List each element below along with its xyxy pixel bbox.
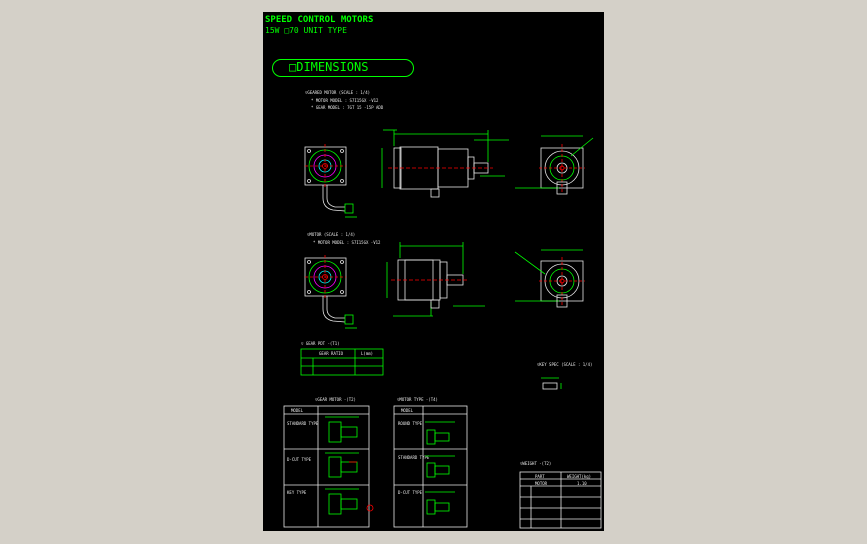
table-t4-col1: MODEL [401,408,414,413]
table-t4-row3: D-CUT TYPE [398,490,423,495]
weight-table [519,471,602,529]
motor-end-view [514,249,585,308]
table-weight-value1: 1.10 [577,481,587,486]
table-t4-heading: ▽MOTOR TYPE -(T4) [397,397,438,402]
table-weight-heading: ▽WEIGHT -(T2) [520,461,552,466]
dimensions-banner [272,59,414,77]
table-t2-col1: MODEL [291,408,304,413]
geared-motor-model: * MOTOR MODEL : S7I15GX -V12 [311,98,379,103]
gear-model: * GEAR MODEL : 7GT 15 -15P ADD [311,105,384,110]
table-t2-heading: ▽GEAR MOTOR -(T2) [315,397,356,402]
geared-motor-front-view [304,144,357,218]
geared-motor-side-view [381,129,509,198]
motor-shaft-details [425,421,455,515]
table-t1-col2: L(mm) [361,351,374,356]
motor-side-view [386,242,485,317]
motor-front-view [304,255,357,329]
table-t1-heading: ▽ GEAR PDT -(T1) [301,341,340,346]
cad-drawing [283,129,602,529]
gear-motor-shaft-details [325,416,374,515]
dimensions-title: □DIMENSIONS [289,60,369,74]
table-t2-row2: D-CUT TYPE [287,457,312,462]
table-weight-row1: MOTOR [535,481,548,486]
table-t4-row2: STANDARD TYPE [398,455,430,460]
motor-model: * MOTOR MODEL : S7I15GX -V12 [313,240,381,245]
table-t4-row1: ROUND TYPE [398,421,423,426]
drawing-title: SPEED CONTROL MOTORS [265,15,374,25]
gear-ratio-table [300,348,384,376]
table-t1-col1: GEAR RATIO [319,351,344,356]
drawing-subtitle: 15W □70 UNIT TYPE [265,26,347,35]
key-spec-heading: ▽KEY SPEC (SCALE : 1/4) [537,362,593,367]
table-t2-row3: KEY TYPE [287,490,307,495]
geared-motor-heading: ▽GEARED MOTOR (SCALE : 1/4) [305,90,371,95]
geared-motor-end-view [515,135,594,195]
table-t2-row1: STANDARD TYPE [287,421,319,426]
motor-heading: ▽MOTOR (SCALE : 1/4) [307,232,356,237]
gear-motor-shaft-table [283,405,370,528]
table-weight-col2: WEIGHT(kg) [567,474,592,479]
motor-shaft-table [393,405,468,528]
drawing-sheet: SPEED CONTROL MOTORS 15W □70 UNIT TYPE □… [263,12,604,531]
table-weight-col1: PART [535,474,545,479]
key-spec-drawing [541,377,562,390]
